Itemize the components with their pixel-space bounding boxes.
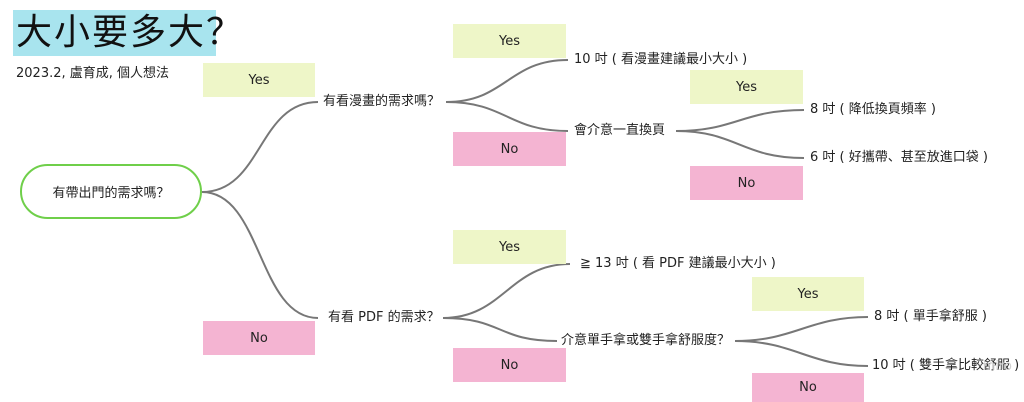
root-node[interactable]: 有帶出門的需求嗎？	[20, 164, 202, 219]
no-sticky-hand[interactable]: No	[752, 373, 864, 402]
edge-comic-yes	[445, 59, 569, 103]
no-sticky-comic[interactable]: No	[453, 132, 566, 166]
yes-sticky-page-turn[interactable]: Yes	[690, 70, 803, 104]
node-hand-no-answer[interactable]: 10 吋 ( 雙手拿比較舒服 )	[872, 358, 1020, 373]
no-sticky-pdf[interactable]: No	[453, 348, 566, 382]
node-comic-yes-answer[interactable]: 10 吋 ( 看漫畫建議最小大小 )	[574, 52, 748, 67]
yes-sticky-pdf[interactable]: Yes	[453, 230, 566, 264]
node-page-turn-no-answer[interactable]: 6 吋 ( 好攜帶、甚至放進口袋 )	[810, 150, 988, 165]
edge-root-comic	[201, 101, 319, 193]
node-comic-question[interactable]: 有看漫畫的需求嗎？	[323, 94, 441, 109]
edge-hand-yes	[734, 316, 869, 342]
title-highlight	[13, 10, 216, 56]
node-hand-yes-answer[interactable]: 8 吋 ( 單手拿舒服 )	[874, 309, 987, 324]
miro-watermark: miro	[982, 359, 1012, 374]
yes-sticky-comic[interactable]: Yes	[453, 24, 566, 58]
edge-pageturn-yes	[675, 109, 805, 132]
edge-comic-pageturn	[445, 101, 569, 132]
edge-root-pdf	[201, 191, 319, 319]
node-hand-question[interactable]: 介意單手拿或雙手拿舒服度？	[561, 333, 731, 348]
edge-pdf-yes	[442, 263, 571, 319]
root-node-label: 有帶出門的需求嗎？	[52, 186, 170, 201]
yes-sticky-hand[interactable]: Yes	[752, 277, 864, 311]
no-sticky-page-turn[interactable]: No	[690, 166, 803, 200]
yes-sticky-root[interactable]: Yes	[203, 63, 315, 97]
node-page-turn-question[interactable]: 會介意一直換頁	[574, 123, 666, 138]
subtitle: 2023.2, 盧育成, 個人想法	[16, 66, 170, 81]
node-pdf-question[interactable]: 有看 PDF 的需求？	[328, 310, 440, 325]
no-sticky-root[interactable]: No	[203, 321, 315, 355]
edge-pdf-hand	[442, 317, 558, 342]
node-pdf-yes-answer[interactable]: ≧ 13 吋 ( 看 PDF 建議最小大小 )	[580, 256, 776, 271]
page-title: 大小要多大？	[16, 12, 245, 53]
edge-hand-no	[734, 340, 869, 367]
node-page-turn-yes-answer[interactable]: 8 吋 ( 降低換頁頻率 )	[810, 102, 936, 117]
edge-pageturn-no	[675, 130, 805, 159]
